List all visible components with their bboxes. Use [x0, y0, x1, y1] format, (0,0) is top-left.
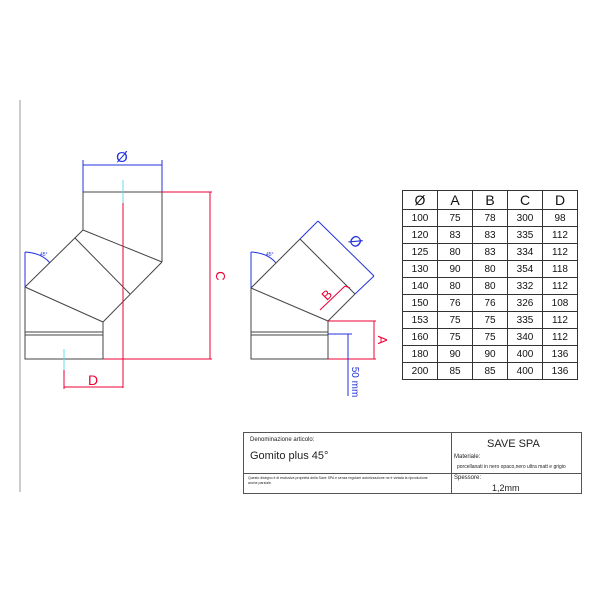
table-cell: 125 [402, 243, 438, 261]
b-label: B [318, 286, 335, 303]
table-cell: 112 [542, 328, 578, 346]
table-cell: 76 [472, 294, 508, 312]
materiale-value: porcellanati in nero opaco,nero ultra ma… [457, 464, 566, 470]
table-cell: 83 [437, 226, 473, 244]
table-cell: 200 [402, 362, 438, 380]
table-cell: 112 [542, 243, 578, 261]
elbow-front-view [24, 191, 163, 360]
sleeve-length-label: 50 mm [349, 367, 360, 398]
table-cell: 83 [472, 243, 508, 261]
table-cell: 76 [437, 294, 473, 312]
article-name: Gomito plus 45° [250, 450, 329, 462]
table-cell: 98 [542, 209, 578, 227]
title-divider [244, 473, 581, 474]
side-angle-label: 45° [266, 252, 274, 258]
header-d: D [542, 190, 578, 210]
table-cell: 100 [402, 209, 438, 227]
front-dimensions [24, 160, 212, 389]
table-cell: 120 [402, 226, 438, 244]
table-cell: 334 [507, 243, 543, 261]
table-cell: 75 [472, 311, 508, 329]
table-cell: 332 [507, 277, 543, 295]
title-block: Denominazione articolo: Gomito plus 45° … [243, 432, 582, 494]
table-cell: 108 [542, 294, 578, 312]
table-cell: 83 [472, 226, 508, 244]
table-cell: 136 [542, 345, 578, 363]
table-cell: 90 [437, 345, 473, 363]
table-cell: 335 [507, 226, 543, 244]
table-cell: 90 [472, 345, 508, 363]
front-angle-label: 45° [40, 252, 48, 258]
side-dimensions [250, 220, 376, 396]
table-cell: 130 [402, 260, 438, 278]
table-cell: 153 [402, 311, 438, 329]
table-cell: 85 [437, 362, 473, 380]
header-a: A [437, 190, 473, 210]
spessore-value: 1,2mm [492, 483, 520, 493]
a-label: A [375, 336, 390, 345]
denominazione-label: Denominazione articolo: [250, 437, 315, 443]
header-b: B [472, 190, 508, 210]
d-label: D [88, 372, 98, 388]
disclaimer: Questo disegno è di esclusiva proprietà … [248, 476, 428, 485]
table-cell: 354 [507, 260, 543, 278]
materiale-label: Materiale: [454, 454, 481, 460]
table-cell: 75 [437, 311, 473, 329]
table-cell: 400 [507, 345, 543, 363]
table-cell: 112 [542, 226, 578, 244]
table-cell: 80 [437, 243, 473, 261]
table-cell: 136 [542, 362, 578, 380]
table-cell: 340 [507, 328, 543, 346]
table-cell: 180 [402, 345, 438, 363]
title-left [244, 433, 452, 493]
table-cell: 90 [437, 260, 473, 278]
table-cell: 150 [402, 294, 438, 312]
elbow-side-view [250, 238, 356, 360]
table-cell: 75 [437, 328, 473, 346]
c-label: C [213, 271, 228, 280]
table-cell: 80 [437, 277, 473, 295]
table-cell: 75 [437, 209, 473, 227]
table-cell: 118 [542, 260, 578, 278]
table-cell: 326 [507, 294, 543, 312]
table-header: Ø A B C D [402, 190, 578, 210]
table-cell: 75 [472, 328, 508, 346]
table-cell: 140 [402, 277, 438, 295]
table-cell: 112 [542, 311, 578, 329]
table-cell: 85 [472, 362, 508, 380]
header-c: C [507, 190, 543, 210]
table-cell: 80 [472, 260, 508, 278]
table-cell: 80 [472, 277, 508, 295]
front-diameter-label: Ø [116, 149, 128, 166]
table-cell: 112 [542, 277, 578, 295]
side-diameter-label: Ø [345, 232, 366, 253]
table-cell: 335 [507, 311, 543, 329]
table-cell: 400 [507, 362, 543, 380]
table-cell: 160 [402, 328, 438, 346]
table-cell: 78 [472, 209, 508, 227]
table-cell: 300 [507, 209, 543, 227]
company-name: SAVE SPA [487, 438, 540, 450]
header-diameter: Ø [402, 190, 438, 210]
spessore-label: Spessore: [454, 475, 482, 481]
